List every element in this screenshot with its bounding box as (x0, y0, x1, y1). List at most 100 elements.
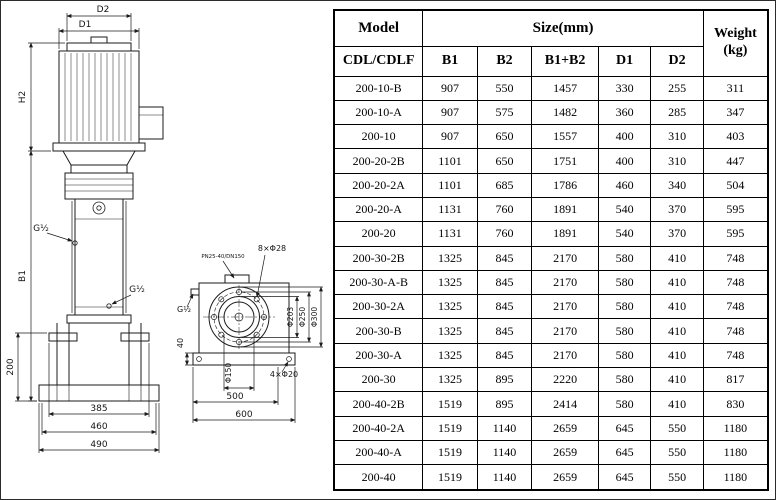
cell-d1: 580 (597, 294, 652, 320)
cell-model: 200-20-2A (333, 172, 424, 198)
cell-model: 200-10 (333, 124, 424, 150)
cell-b2: 845 (476, 318, 533, 344)
cell-d1: 330 (597, 75, 652, 101)
header-col-b2: B2 (476, 45, 533, 77)
gauge-port-upper (72, 240, 78, 246)
discharge-flange (120, 332, 150, 342)
cell-d1: 540 (597, 221, 652, 247)
header-col-d2: D2 (650, 45, 704, 77)
drawing-area: D2 D1 H2 B1 200 G½ G½ 385 460 490 PN25-4… (1, 1, 333, 499)
cell-weight: 595 (702, 221, 769, 247)
dim-label-500: 500 (226, 392, 243, 402)
cell-d1: 645 (597, 415, 652, 441)
cell-b1b2: 2220 (531, 367, 599, 393)
cell-b1: 1325 (422, 294, 478, 320)
cell-model: 200-30-A-B (333, 269, 424, 296)
cell-d2: 410 (650, 318, 704, 344)
cell-weight: 1180 (702, 464, 769, 491)
cell-d1: 645 (597, 464, 652, 491)
cell-b1: 1101 (422, 148, 478, 174)
dim-label-phi150: Φ150 (224, 363, 233, 383)
cell-d1: 580 (597, 269, 652, 296)
pump-barrel (74, 198, 124, 316)
cell-model: 200-40 (333, 464, 424, 491)
cell-model: 200-20-2B (333, 148, 424, 174)
cell-d2: 370 (650, 196, 704, 223)
cell-d1: 580 (597, 245, 652, 271)
cell-weight: 311 (702, 75, 769, 101)
cell-d2: 410 (650, 269, 704, 296)
cell-b2: 1140 (476, 415, 533, 441)
cell-d2: 285 (650, 99, 704, 126)
spec-table-header: Model Size(mm) Weight (kg) CDL/CDLF B1 B… (333, 9, 769, 77)
header-weight-unit: (kg) (723, 43, 748, 59)
cell-d2: 310 (650, 124, 704, 150)
cell-d1: 580 (597, 391, 652, 417)
cell-weight: 748 (702, 245, 769, 271)
dim-label-200: 200 (6, 358, 16, 375)
base-view-dimensions (185, 254, 323, 423)
cell-b1b2: 1891 (531, 196, 599, 223)
dim-label-600: 600 (235, 410, 252, 420)
dim-label-h2: H2 (18, 91, 28, 104)
terminal-box (138, 106, 164, 140)
motor-fins (64, 53, 132, 141)
cell-b1: 1131 (422, 196, 478, 223)
flange-spec-label: PN25-40/DN150 (201, 254, 245, 260)
table-area: Model Size(mm) Weight (kg) CDL/CDLF B1 B… (333, 9, 769, 491)
cell-b2: 845 (476, 245, 533, 271)
cell-b2: 650 (476, 124, 533, 150)
base-plate (38, 384, 160, 402)
cell-b2: 760 (476, 196, 533, 223)
cell-b2: 1140 (476, 464, 533, 491)
pump-head (64, 172, 134, 200)
header-col-b1: B1 (422, 45, 478, 77)
cell-b2: 760 (476, 221, 533, 247)
cell-model: 200-40-A (333, 439, 424, 466)
cell-b1: 907 (422, 124, 478, 150)
cell-b1: 1325 (422, 269, 478, 296)
cell-b2: 650 (476, 148, 533, 174)
cell-b1b2: 2659 (531, 415, 599, 441)
side-port (190, 288, 200, 296)
cell-weight: 817 (702, 367, 769, 393)
cell-weight: 748 (702, 342, 769, 369)
base-view-plate (192, 352, 296, 366)
cell-b1b2: 1751 (531, 148, 599, 174)
dim-label-phi203: Φ203 (286, 307, 295, 327)
pump-base-view (190, 274, 296, 366)
cell-d1: 580 (597, 342, 652, 369)
cell-d1: 400 (597, 148, 652, 174)
cell-b1: 1325 (422, 245, 478, 271)
cell-b1b2: 1457 (531, 75, 599, 101)
cell-b1b2: 1891 (531, 221, 599, 247)
cell-model: 200-40-2A (333, 415, 424, 441)
cell-model: 200-30 (333, 367, 424, 393)
cell-d1: 540 (597, 196, 652, 223)
bolt-pattern-8-label: 8×Φ28 (258, 244, 286, 253)
cell-model: 200-20-A (333, 196, 424, 223)
cell-d2: 550 (650, 464, 704, 491)
pipes (56, 323, 142, 385)
cell-b2: 685 (476, 172, 533, 198)
header-row-columns: CDL/CDLF B1 B2 B1+B2 D1 D2 (333, 45, 768, 77)
cell-b1b2: 2659 (531, 439, 599, 466)
cell-weight: 1180 (702, 415, 769, 441)
cell-d2: 410 (650, 367, 704, 393)
port-label-g-half-base: G½ (177, 305, 191, 314)
header-model-series: CDL/CDLF (333, 45, 424, 77)
dim-label-phi300: Φ300 (310, 307, 319, 327)
cell-b1: 1325 (422, 318, 478, 344)
cell-weight: 403 (702, 124, 769, 150)
dim-label-40: 40 (176, 338, 185, 348)
